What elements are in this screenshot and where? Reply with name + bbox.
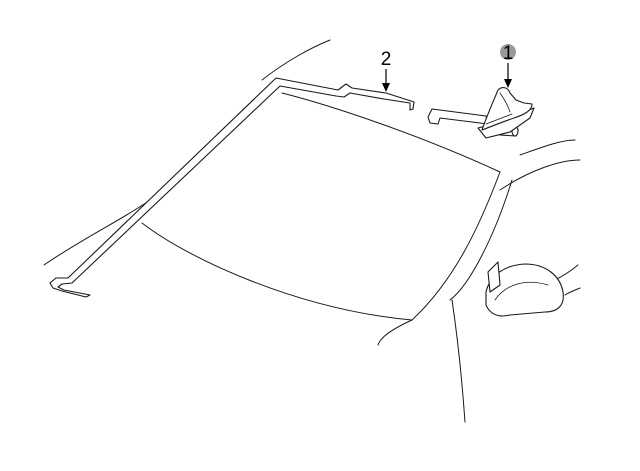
callout-1-highlight — [500, 44, 516, 60]
antenna-fin-detail-2 — [485, 113, 513, 125]
a-pillar-right-edge — [411, 171, 501, 321]
callout-1: 1 — [500, 43, 516, 88]
a-pillar-right-outer — [449, 179, 513, 301]
antenna-fin-detail — [499, 92, 511, 113]
roof-antenna — [427, 87, 535, 139]
antenna-lead — [427, 108, 489, 125]
mirror-housing — [485, 263, 564, 317]
callout-2-label: 2 — [381, 49, 392, 70]
fender-line — [554, 264, 579, 281]
fender-line-2 — [564, 287, 581, 296]
roof-right-side — [519, 139, 576, 156]
mirror-edge-detail — [494, 281, 549, 301]
callout-2: 2 — [381, 49, 392, 92]
door-upper-line — [499, 159, 581, 191]
callout-1-label: 1 — [503, 43, 514, 64]
windshield-top-edge — [281, 92, 501, 173]
hood-line — [377, 319, 413, 346]
antenna-cable-body — [49, 77, 415, 298]
callout-1-arrowhead — [504, 79, 512, 88]
side-mirror — [485, 261, 564, 317]
a-pillar-left-outer — [43, 199, 151, 266]
roof-front-edge — [261, 39, 331, 81]
body-lower-line — [451, 299, 466, 423]
antenna-fin — [481, 87, 533, 131]
mirror-mount — [487, 261, 501, 293]
antenna-cable — [49, 77, 415, 298]
callout-2-arrowhead — [382, 83, 390, 92]
windshield-bottom-edge — [141, 222, 413, 321]
